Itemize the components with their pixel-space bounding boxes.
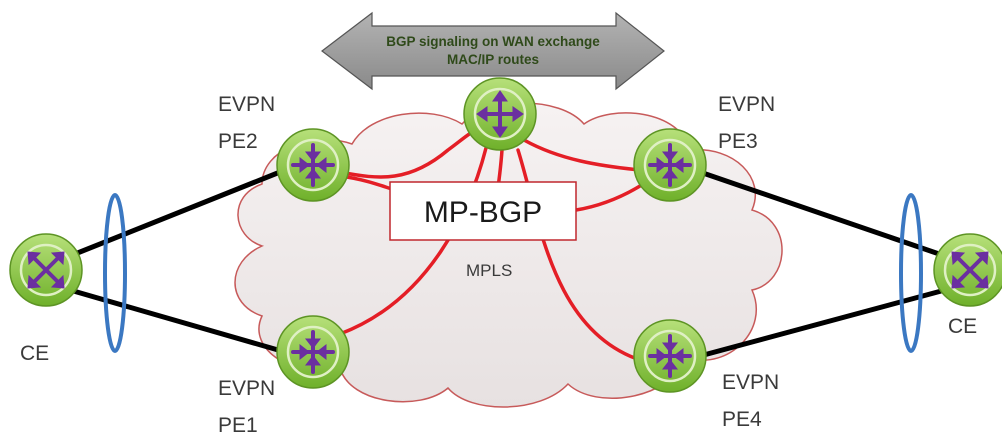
ce-left-label: CE [20,342,49,365]
router-rr-icon [462,76,538,152]
link-mpbgp-pe3 [574,184,642,212]
link-rr-pe3 [522,138,642,172]
router-pe4-icon [632,318,708,394]
bgp-signaling-arrow [321,11,665,91]
router-pe3-icon [632,127,708,203]
pe3-label-line2: PE3 [718,130,758,153]
mpbgp-box [389,181,577,241]
pe1-label-line1: EVPN [218,377,275,400]
lag-ring-left [103,193,127,353]
link-pe4-ce-right [697,287,948,359]
link-rr-pe1 [338,146,488,336]
router-ce-left-icon [8,232,84,308]
mpls-label: MPLS [466,261,512,280]
ce-right-label: CE [948,315,977,338]
link-pe3-ce-right [697,169,948,259]
banner-line1: BGP signaling on WAN exchange [386,34,600,49]
router-pe1-icon [275,314,351,390]
pe3-label-line1: EVPN [718,93,775,116]
pe4-label-line2: PE4 [722,408,762,431]
pe2-label-line1: EVPN [218,93,275,116]
mpbgp-label: MP-BGP [424,196,542,229]
banner-line2: MAC/IP routes [447,52,539,67]
pe2-label-line2: PE2 [218,130,258,153]
pe1-label-line2: PE1 [218,414,258,436]
lag-ring-right [899,193,923,353]
pe4-label-line1: EVPN [722,371,779,394]
router-ce-right-icon [932,232,1002,308]
link-rr-pe4 [516,148,642,362]
router-pe2-icon [275,127,351,203]
